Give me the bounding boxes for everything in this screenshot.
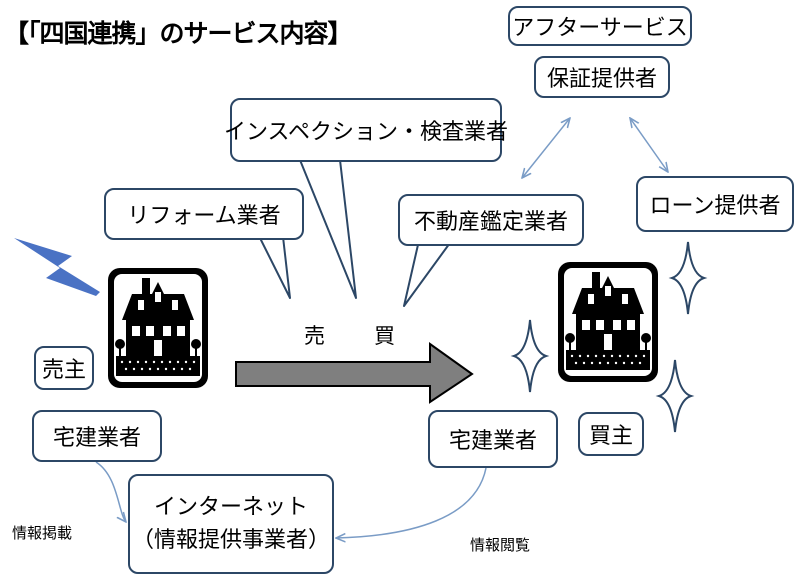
- seller-house-icon: [108, 268, 208, 388]
- purchase-label: 買: [374, 324, 395, 348]
- seller-box: 売主: [34, 346, 94, 390]
- warranty-provider-box: 保証提供者: [534, 56, 670, 98]
- appraisal-callout-tail: [403, 235, 456, 307]
- lightning-icon: [14, 238, 100, 296]
- internet-line2: （情報提供事業者）: [131, 528, 330, 553]
- browsing-label: 情報閲覧: [470, 536, 531, 554]
- inspection-callout-tail: [299, 159, 357, 299]
- buyer-agent-box: 宅建業者: [428, 410, 558, 468]
- seller-agent-box: 宅建業者: [32, 410, 162, 462]
- listing-label: 情報掲載: [12, 524, 73, 542]
- inspection-provider-box: インスペクション・検査業者: [224, 98, 508, 162]
- reform-callout-tail: [254, 227, 291, 299]
- buyer-house-icon: [558, 262, 658, 382]
- internet-provider-box: インターネット （情報提供事業者）: [128, 474, 334, 574]
- page-title: 【「四国連携」のサービス内容】: [4, 19, 353, 48]
- sale-label: 売: [304, 324, 325, 348]
- transaction-arrow: [235, 342, 474, 404]
- appraisal-provider-box: 不動産鑑定業者: [398, 194, 584, 246]
- loan-provider-box: ローン提供者: [636, 176, 794, 232]
- warranty-appraisal-connector: [522, 118, 570, 178]
- warranty-loan-connector: [630, 118, 668, 172]
- buyer-box: 買主: [578, 412, 644, 456]
- listing-flow-arrow: [95, 461, 126, 522]
- internet-line1: インターネット: [153, 495, 308, 520]
- after-service-box: アフターサービス: [508, 6, 692, 46]
- browsing-flow-arrow: [336, 467, 487, 538]
- reform-provider-box: リフォーム業者: [104, 188, 304, 240]
